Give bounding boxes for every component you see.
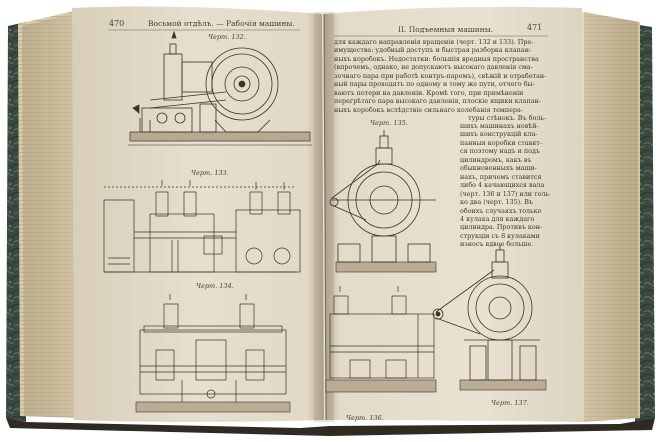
figure-134-drawing (135, 294, 291, 413)
text-line: шихъ машинахъ новѣй- (460, 122, 539, 130)
figure-134-caption: Черт. 134. (196, 282, 234, 290)
text-line: ваютъ потери на давленіи. Кромѣ того, пр… (334, 88, 524, 97)
figure-136-caption: Черт. 136. (346, 414, 384, 422)
figure-132-caption: Черт. 132. (208, 33, 246, 41)
figure-135-drawing (329, 130, 437, 273)
text-line: обоихъ случаяхъ только (460, 206, 542, 215)
text-line: ныхъ коробокъ. Недостатки: большія вредн… (334, 54, 539, 63)
right-page-header: II. Подъемныя машины. (398, 25, 494, 34)
text-line: перегрѣтаго пара высокаго давленія, плос… (334, 97, 541, 106)
right-page-paragraph: для каждаго направленія вращенія (черт. … (334, 38, 546, 123)
text-line: либо 4 качающихся вала (460, 181, 545, 190)
figure-132-drawing (128, 30, 312, 146)
text-line: шихъ конструкцій кла- (460, 130, 538, 139)
text-line: зочнаго пара при работѣ контръ-паромъ), … (334, 71, 546, 80)
text-line: износъ вдвое больше. (460, 240, 534, 249)
text-line: обыкновенныхъ маши- (460, 164, 537, 173)
text-line: ко два (черт. 135). Въ (460, 198, 533, 207)
right-page-side-paragraph: шихъ машинахъ новѣй- шихъ конструкцій кл… (460, 122, 550, 249)
figure-133-drawing (103, 180, 301, 273)
text-line: для каждаго направленія вращенія (черт. … (334, 38, 534, 46)
figure-133-caption: Черт. 133. (191, 169, 229, 177)
text-line: нахъ, причемъ ставится (460, 172, 542, 181)
text-line: 4 кулака для каждаго (460, 214, 535, 223)
text-line: цилиндра. Противъ кон- (460, 223, 543, 232)
right-page (324, 6, 584, 422)
left-page-number: 470 (109, 19, 125, 28)
figure-137-drawing (432, 244, 547, 391)
figure-135-caption: Черт. 135. (370, 119, 408, 127)
right-page-number: 471 (527, 23, 543, 32)
text-line: ный пары проходятъ по одному и тому же п… (334, 80, 535, 89)
text-line: (впрочемъ, однако, не допускаютъ высокаг… (334, 63, 533, 72)
text-line: туры стѣнокъ. Въ боль- (468, 114, 546, 123)
text-line: ся поэтому надъ и подъ (460, 147, 540, 156)
figure-136-drawing (325, 286, 437, 393)
text-line: струкціи съ 8 кулаками (460, 231, 540, 240)
figure-137-caption: Черт. 137. (491, 399, 529, 407)
text-line: панныя коробки ставят- (460, 138, 542, 147)
text-line: (черт. 136 и 137) или толь- (460, 189, 550, 198)
text-line: имущества: удобный доступъ и быстрая раз… (334, 46, 532, 55)
text-line: цилиндромъ, какъ въ (460, 155, 532, 164)
text-line: ныхъ коробокъ вслѣдствіе сильнаго колеба… (334, 105, 523, 114)
left-page-header: Восьмой отдѣлъ. — Рабочія машины. (148, 19, 295, 28)
